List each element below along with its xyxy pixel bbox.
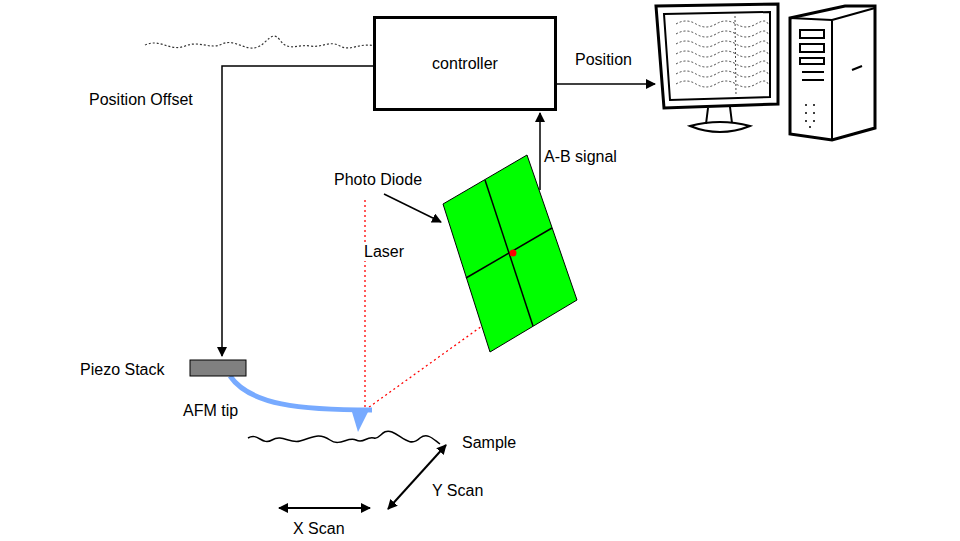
photo-diode	[443, 155, 577, 352]
reference-wave	[145, 36, 375, 48]
position-label: Position	[573, 51, 634, 69]
ab-signal-arrow	[539, 113, 541, 190]
y-scan-arrow	[388, 445, 446, 509]
laser-beam	[365, 200, 482, 410]
sample-label: Sample	[460, 434, 518, 452]
laser-label: Laser	[362, 243, 406, 261]
afm-tip-point	[352, 412, 368, 432]
offset-label: Position Offset	[87, 91, 195, 109]
y-scan-label: Y Scan	[430, 482, 485, 500]
photo-diode-label: Photo Diode	[332, 171, 424, 189]
piezo-stack	[190, 360, 246, 376]
sample-surface	[248, 431, 440, 444]
controller-box: controller	[373, 16, 557, 111]
node-label: controller	[422, 51, 508, 77]
computer-icon	[656, 4, 875, 140]
x-scan-arrow	[279, 507, 370, 509]
cantilever	[230, 376, 372, 410]
photo-diode-leader	[384, 194, 441, 222]
piezo-label: Piezo Stack	[78, 361, 166, 379]
position-arrow	[557, 83, 655, 85]
signal-label: A-B signal	[542, 148, 619, 166]
x-scan-label: X Scan	[291, 520, 347, 538]
offset-wire	[222, 66, 373, 356]
afm-tip-label: AFM tip	[181, 402, 240, 420]
